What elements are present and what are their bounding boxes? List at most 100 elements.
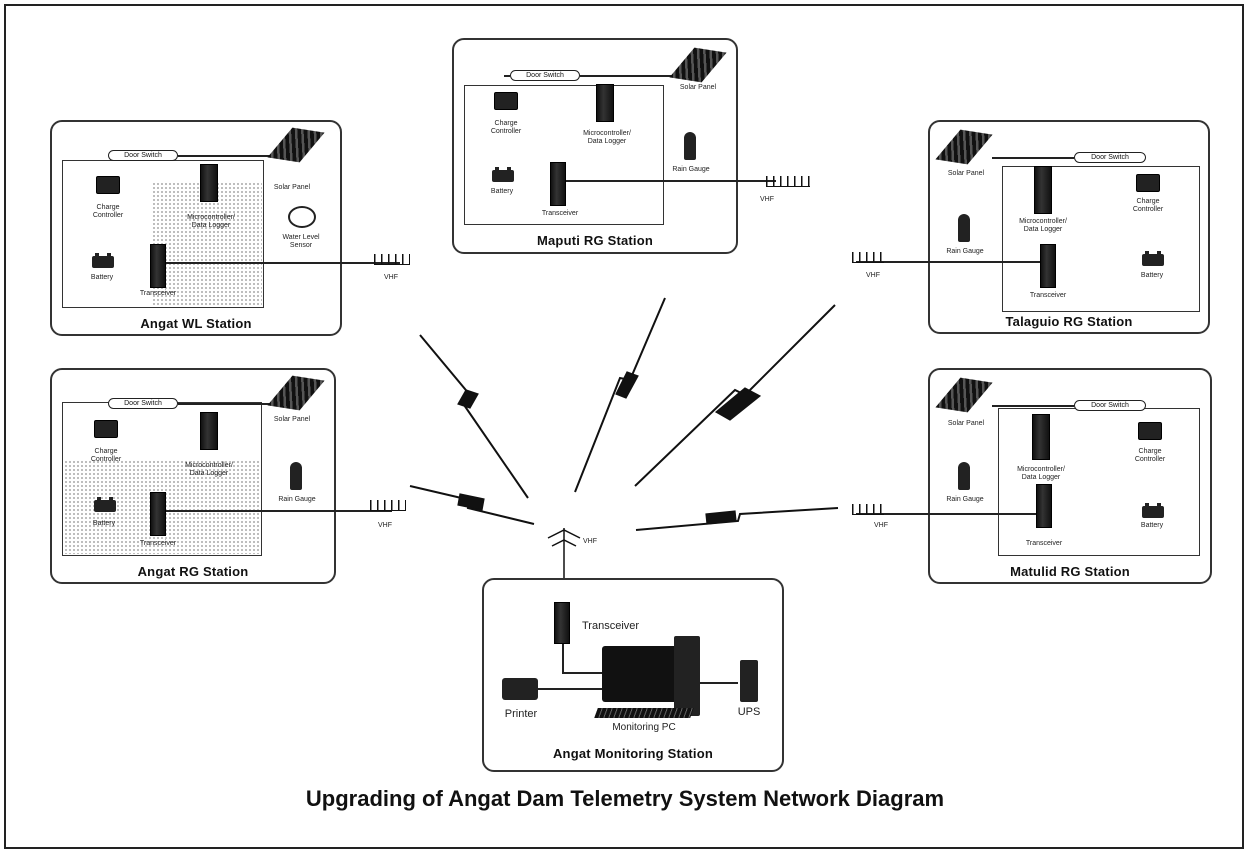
pc-label: Monitoring PC <box>612 722 676 733</box>
charge-controller-icon <box>1138 422 1162 440</box>
door-switch: Door Switch <box>1074 400 1146 411</box>
printer-icon <box>502 678 538 700</box>
transceiver-icon <box>150 244 166 288</box>
water-level-sensor-label: Water Level Sensor <box>282 234 320 249</box>
microcontroller-icon <box>200 164 218 202</box>
station-angat-rg: Door Switch Solar Panel Charge Controlle… <box>50 368 392 584</box>
enclosure <box>998 408 1200 556</box>
vhf-label: VHF <box>874 522 888 529</box>
microcontroller-label: Microcontroller/ Data Logger <box>187 214 235 229</box>
charge-controller-icon <box>96 176 120 194</box>
solar-panel-label: Solar Panel <box>679 84 717 91</box>
rain-gauge-label: Rain Gauge <box>946 496 984 503</box>
station-monitoring: Transceiver Monitoring PC Printer UPS An… <box>482 578 784 772</box>
solar-panel-label: Solar Panel <box>947 420 985 427</box>
transceiver-icon <box>150 492 166 536</box>
central-vhf-label: VHF <box>583 538 597 545</box>
link-matulid <box>635 507 839 531</box>
battery-icon <box>1142 251 1164 266</box>
link-angat-wl <box>419 334 529 499</box>
transceiver-icon <box>550 162 566 206</box>
water-level-sensor-icon <box>288 206 316 228</box>
microcontroller-icon <box>200 412 218 450</box>
charge-controller-icon <box>494 92 518 110</box>
link-maputi-bolt <box>615 371 639 399</box>
link-talaguio-bolt <box>714 387 762 421</box>
transceiver-label: Transceiver <box>1025 540 1063 547</box>
solar-panel-label: Solar Panel <box>273 416 311 423</box>
rain-gauge-icon <box>958 462 970 490</box>
battery-icon <box>492 167 514 182</box>
ups-icon <box>740 660 758 702</box>
enclosure <box>464 85 664 225</box>
station-title: Maputi RG Station <box>536 233 654 248</box>
microcontroller-icon <box>1034 166 1052 214</box>
charge-controller-label: Charge Controller <box>1132 198 1164 213</box>
station-title: Matulid RG Station <box>1010 564 1130 579</box>
transceiver-label: Transceiver <box>582 620 640 632</box>
solar-panel-icon <box>267 127 325 163</box>
link-angat-wl-bolt <box>457 389 479 409</box>
charge-controller-icon <box>94 420 118 438</box>
vhf-antenna-icon <box>766 176 810 187</box>
battery-label: Battery <box>1140 272 1164 279</box>
solar-panel-icon <box>267 375 325 411</box>
station-talaguio: Door Switch Solar Panel Rain Gauge Micro… <box>928 120 1210 334</box>
rain-gauge-label: Rain Gauge <box>278 496 316 503</box>
transceiver-icon <box>1036 484 1052 528</box>
dotted-area <box>152 182 262 306</box>
station-title: Angat Monitoring Station <box>552 746 714 761</box>
ups-label: UPS <box>737 706 761 718</box>
station-matulid: Door Switch Solar Panel Rain Gauge Micro… <box>928 368 1212 584</box>
diagram-title: Upgrading of Angat Dam Telemetry System … <box>305 786 945 811</box>
station-maputi: Door Switch Solar Panel Charge Controlle… <box>452 38 776 254</box>
enclosure <box>1002 166 1200 312</box>
battery-icon <box>94 497 116 512</box>
microcontroller-label: Microcontroller/ Data Logger <box>1017 466 1065 481</box>
charge-controller-label: Charge Controller <box>92 204 124 219</box>
vhf-antenna-icon <box>852 504 884 515</box>
vhf-label: VHF <box>384 274 398 281</box>
rain-gauge-icon <box>684 132 696 160</box>
microcontroller-icon <box>1032 414 1050 460</box>
keyboard-icon <box>594 708 694 718</box>
microcontroller-label: Microcontroller/ Data Logger <box>1019 218 1067 233</box>
rain-gauge-label: Rain Gauge <box>672 166 710 173</box>
solar-panel-label: Solar Panel <box>273 184 311 191</box>
battery-label: Battery <box>92 520 116 527</box>
charge-controller-label: Charge Controller <box>1134 448 1166 463</box>
microcontroller-label: Microcontroller/ Data Logger <box>583 130 631 145</box>
rain-gauge-icon <box>958 214 970 242</box>
solar-panel-label: Solar Panel <box>947 170 985 177</box>
station-title: Angat RG Station <box>137 564 249 579</box>
door-switch: Door Switch <box>108 398 178 409</box>
solar-panel-icon <box>935 129 993 165</box>
vhf-label: VHF <box>866 272 880 279</box>
station-title: Talaguio RG Station <box>1005 314 1133 329</box>
microcontroller-icon <box>596 84 614 122</box>
battery-label: Battery <box>490 188 514 195</box>
pc-tower-icon <box>674 636 700 716</box>
solar-panel-icon <box>669 47 727 83</box>
vhf-antenna-icon <box>370 500 406 511</box>
rain-gauge-icon <box>290 462 302 490</box>
vhf-antenna-icon <box>374 254 410 265</box>
station-title: Angat WL Station <box>140 316 252 331</box>
battery-label: Battery <box>1140 522 1164 529</box>
transceiver-label: Transceiver <box>541 210 579 217</box>
rain-gauge-label: Rain Gauge <box>946 248 984 255</box>
printer-label: Printer <box>504 708 538 720</box>
charge-controller-icon <box>1136 174 1160 192</box>
charge-controller-label: Charge Controller <box>90 448 122 463</box>
battery-icon <box>92 253 114 268</box>
vhf-label: VHF <box>378 522 392 529</box>
vhf-label: VHF <box>760 196 774 203</box>
link-angat-rg-bolt <box>457 493 485 511</box>
transceiver-label: Transceiver <box>1029 292 1067 299</box>
battery-icon <box>1142 503 1164 518</box>
station-angat-wl: Door Switch Solar Panel Charge Controlle… <box>50 120 400 336</box>
transceiver-label: Transceiver <box>139 290 177 297</box>
door-switch: Door Switch <box>510 70 580 81</box>
link-matulid-bolt <box>705 510 737 525</box>
